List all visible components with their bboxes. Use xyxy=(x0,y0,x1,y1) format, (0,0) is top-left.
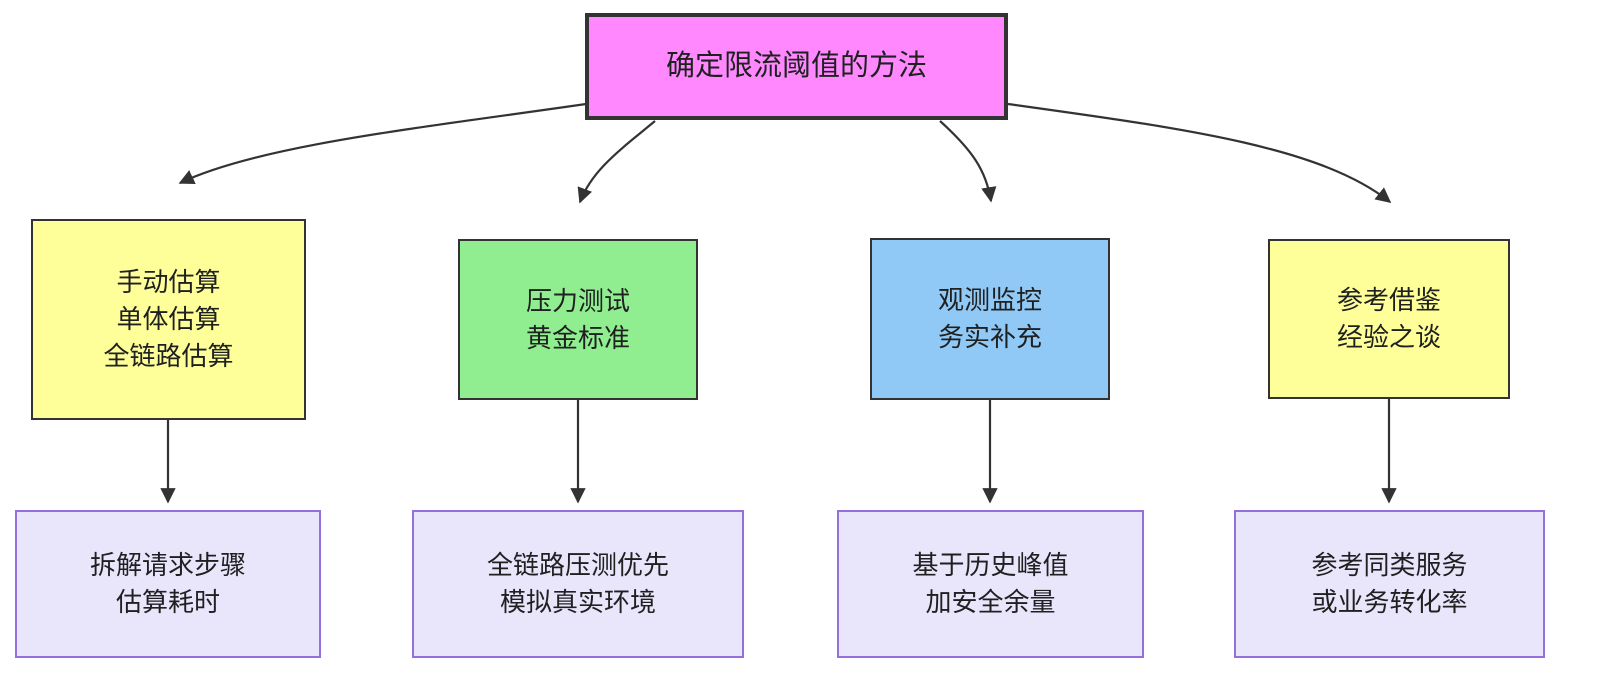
node-label-line: 全链路估算 xyxy=(103,340,234,371)
node-label-line: 参考借鉴 xyxy=(1336,285,1441,316)
node-observability-monitoring[interactable]: 观测监控 务实补充 xyxy=(870,238,1110,400)
edge-root-to-monitor xyxy=(939,120,997,203)
node-label-line: 全链路压测优先 xyxy=(486,550,669,581)
node-detail-reference[interactable]: 参考同类服务 或业务转化率 xyxy=(1234,510,1545,658)
node-detail-monitor[interactable]: 基于历史峰值 加安全余量 xyxy=(837,510,1144,658)
node-reference-experience[interactable]: 参考借鉴 经验之谈 xyxy=(1268,239,1510,399)
node-root-label: 确定限流阈值的方法 xyxy=(665,49,927,82)
edge-root-to-manual xyxy=(178,102,587,185)
node-label-line: 参考同类服务 xyxy=(1311,550,1468,581)
node-detail-manual[interactable]: 拆解请求步骤 估算耗时 xyxy=(15,510,321,658)
node-stress-test[interactable]: 压力测试 黄金标准 xyxy=(458,239,698,400)
node-label-line: 手动估算 xyxy=(116,267,221,298)
node-label-line: 务实补充 xyxy=(937,322,1042,352)
edge-root-to-reference xyxy=(1007,102,1392,203)
node-detail-stress[interactable]: 全链路压测优先 模拟真实环境 xyxy=(412,510,744,658)
node-label-line: 经验之谈 xyxy=(1336,322,1441,352)
node-label-line: 基于历史峰值 xyxy=(912,550,1069,581)
node-label-line: 黄金标准 xyxy=(525,322,630,353)
node-label-line: 加安全余量 xyxy=(925,587,1056,617)
node-label-line: 拆解请求步骤 xyxy=(89,550,246,581)
edge-root-to-stress xyxy=(577,120,656,204)
node-manual-estimation[interactable]: 手动估算 单体估算 全链路估算 xyxy=(31,219,306,420)
node-label-line: 压力测试 xyxy=(525,285,630,316)
node-label-line: 观测监控 xyxy=(937,285,1042,316)
node-label-line: 或业务转化率 xyxy=(1311,587,1468,617)
node-label-line: 单体估算 xyxy=(116,304,221,335)
node-root[interactable]: 确定限流阈值的方法 xyxy=(585,13,1008,120)
node-label-line: 估算耗时 xyxy=(115,587,220,617)
node-label-line: 模拟真实环境 xyxy=(499,587,656,617)
